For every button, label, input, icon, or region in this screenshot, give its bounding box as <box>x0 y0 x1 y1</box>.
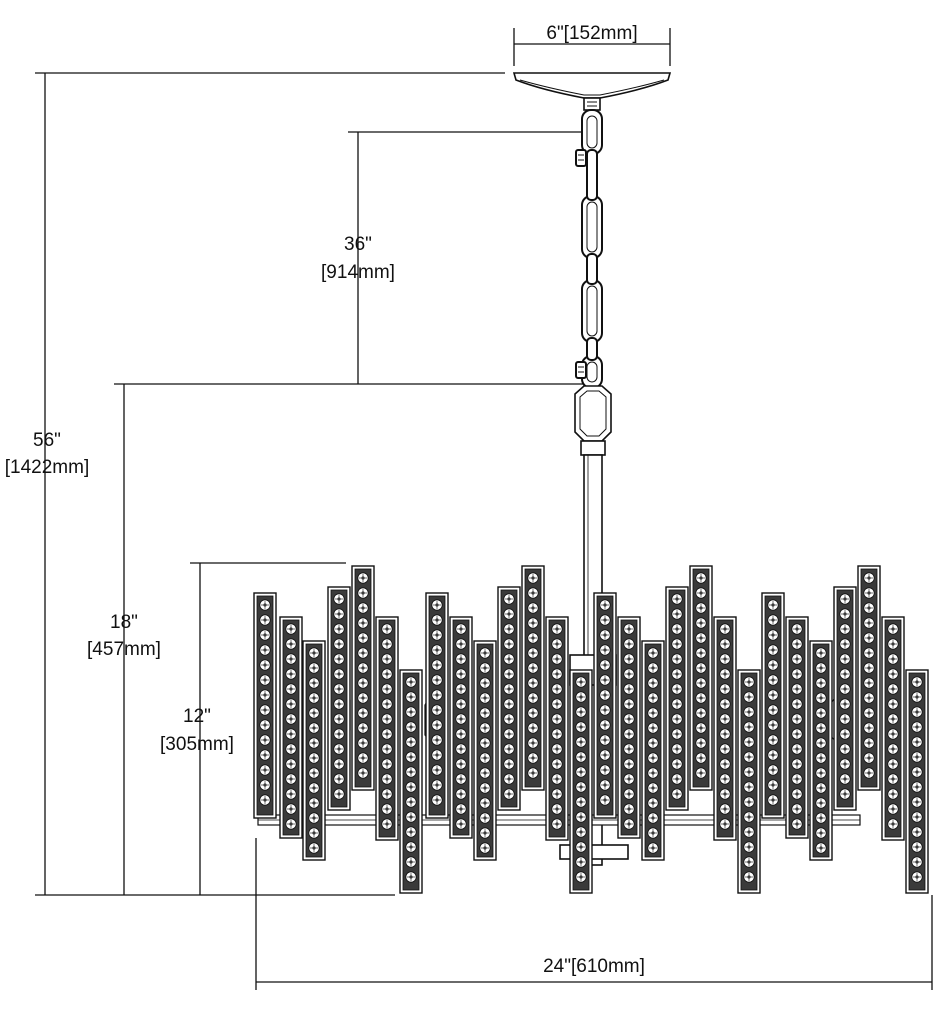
chain-length-mm: [914mm] <box>321 262 395 283</box>
chain-length-inches: 36" <box>344 234 372 255</box>
crystal-panel <box>279 616 303 839</box>
crystal-panel <box>569 669 593 894</box>
crystal-panel <box>521 565 545 791</box>
crystal-panel <box>351 565 375 791</box>
crystal-panel <box>809 640 833 861</box>
crystal-panel <box>302 640 326 861</box>
crystal-panel <box>593 592 617 819</box>
fixture-height-inches: 18" <box>110 612 138 633</box>
dimension-lines <box>35 28 933 990</box>
crystal-panel <box>737 669 761 894</box>
shade-height-inches: 12" <box>183 706 211 727</box>
crystal-panel <box>641 640 665 861</box>
fixture-height-mm: [457mm] <box>87 639 161 660</box>
chain-clip <box>575 361 587 379</box>
crystal-panel <box>833 586 857 811</box>
chain <box>575 109 603 389</box>
crystal-panel <box>785 616 809 839</box>
crystal-panel <box>545 616 569 841</box>
chain-connector <box>586 149 598 201</box>
crystal-panel <box>905 669 929 894</box>
crystal-panel <box>761 592 785 819</box>
canopy <box>512 72 672 111</box>
chain-link <box>581 279 603 343</box>
chain-link <box>581 109 603 155</box>
crystal-panel <box>327 586 351 811</box>
crystal-panel <box>617 616 641 839</box>
chain-connector <box>586 337 598 361</box>
crystal-panel <box>497 586 521 811</box>
crystal-panel <box>689 565 713 791</box>
chain-link <box>581 195 603 259</box>
fixture-width-label: 24"[610mm] <box>543 956 645 977</box>
dimension-labels: 6"[152mm] 36" [914mm] 56" [1422mm] 18" [… <box>5 23 645 977</box>
crystal-panel <box>857 565 881 791</box>
overall-height-mm: [1422mm] <box>5 457 89 478</box>
overall-height-inches: 56" <box>33 430 61 451</box>
crystal-panel <box>253 592 277 819</box>
crystal-panel <box>473 640 497 861</box>
chain-clip <box>575 149 587 167</box>
crystal-panel <box>449 616 473 839</box>
crystal-panels <box>253 565 929 894</box>
crystal-panel <box>375 616 399 841</box>
crystal-panel <box>713 616 737 841</box>
crystal-panel <box>881 616 905 841</box>
crystal-panel <box>665 586 689 811</box>
canopy-width-label: 6"[152mm] <box>546 23 637 44</box>
crystal-panel <box>425 592 449 819</box>
shade-height-mm: [305mm] <box>160 734 234 755</box>
chain-connector <box>586 253 598 285</box>
crystal-panel <box>399 669 423 894</box>
